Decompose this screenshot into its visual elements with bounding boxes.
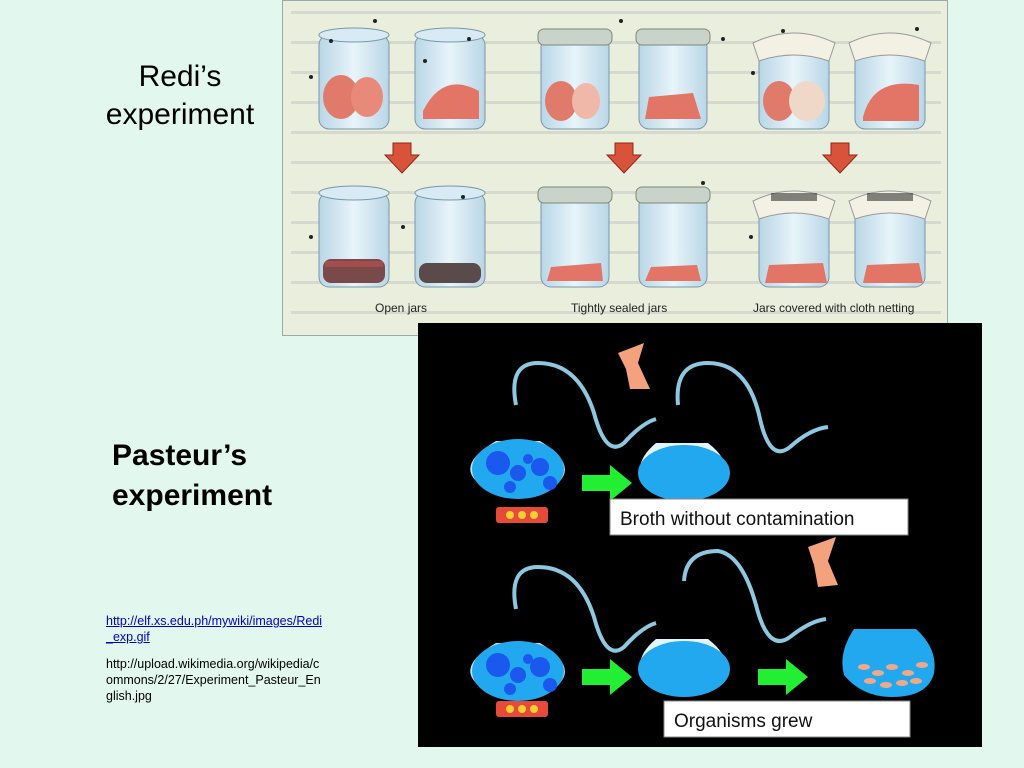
jar-cloth-3 — [752, 190, 836, 288]
jar-sealed-2 — [635, 28, 711, 130]
pasteur-title: Pasteur’s experiment — [112, 436, 342, 516]
jar-cloth-2 — [848, 32, 932, 130]
jar-open-3 — [318, 185, 390, 288]
redi-title-line2: experiment — [105, 98, 255, 131]
pasteur-title-line1: Pasteur’s — [112, 439, 248, 472]
flask-swan-neck-2 — [638, 360, 829, 501]
redi-source-link[interactable]: http://elf.xs.edu.ph/mywiki/images/Redi_… — [106, 614, 323, 644]
jar-open-1 — [318, 27, 390, 130]
jar-sealed-1 — [537, 28, 613, 130]
pasteur-source-text: http://upload.wikimedia.org/wikipedia/co… — [106, 657, 321, 703]
jar-open-2 — [414, 27, 486, 130]
jar-open-4 — [414, 185, 486, 288]
arrow-down-2 — [605, 142, 643, 174]
pasteur-experiment-image: Broth without contamination — [418, 323, 982, 747]
arrow-down-1 — [383, 142, 421, 174]
label-organisms-grew: Organisms grew — [674, 711, 813, 732]
jar-sealed-3 — [537, 186, 613, 288]
redi-title: Redi’s experiment — [80, 58, 280, 134]
label-box-2 — [663, 700, 911, 738]
jar-cloth-1 — [752, 32, 836, 130]
hourglass-icon-2 — [808, 537, 838, 587]
flies — [309, 19, 919, 239]
label-box-1 — [609, 498, 909, 536]
label-broth-without-contamination: Broth without contamination — [620, 509, 854, 530]
arrow-down-3 — [821, 142, 859, 174]
green-arrow-3 — [758, 659, 808, 695]
flask-broken-neck — [638, 548, 827, 697]
redi-title-line1: Redi’s — [138, 60, 222, 93]
hourglass-icon-1 — [618, 343, 650, 389]
pasteur-title-line2: experiment — [112, 479, 273, 512]
label-open-jars: Open jars — [375, 301, 427, 315]
flask-contaminated — [842, 629, 935, 697]
flask-swan-neck-1 — [470, 360, 657, 499]
redi-experiment-image: Open jars Tightly sealed jars Jars cover… — [282, 0, 948, 336]
jar-cloth-4 — [848, 190, 932, 288]
label-sealed-jars: Tightly sealed jars — [571, 301, 667, 315]
green-arrow-2 — [582, 659, 632, 695]
flask-swan-neck-3 — [470, 564, 657, 701]
green-arrow-1 — [582, 465, 632, 501]
jar-sealed-4 — [635, 186, 711, 288]
label-cloth-jars: Jars covered with cloth netting — [753, 301, 914, 315]
